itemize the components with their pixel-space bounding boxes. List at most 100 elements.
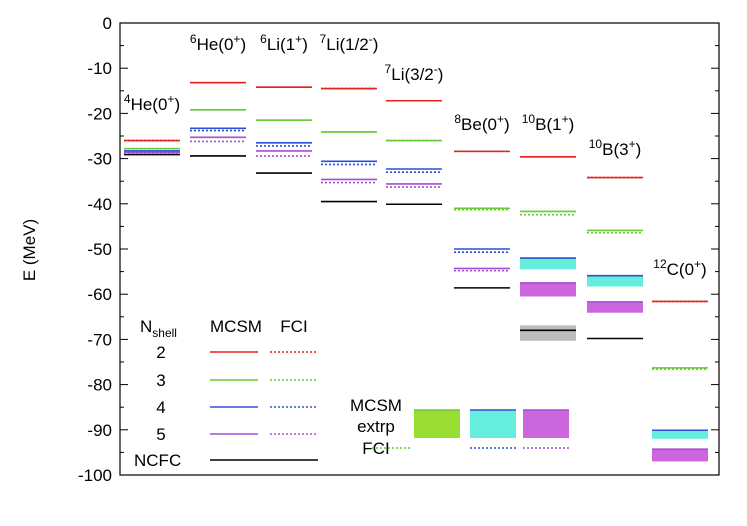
nucleus-label: 12C(0+) [653, 257, 706, 279]
element-symbol: B [602, 140, 613, 159]
nucleus-column [190, 81, 246, 157]
state-spin: (0 [679, 260, 694, 279]
label-close: ) [438, 65, 444, 84]
mass-number: 7 [320, 32, 327, 46]
state-parity: + [694, 257, 701, 271]
y-axis-label: E (MeV) [20, 219, 39, 281]
nucleus-label: 6Li(1+) [260, 32, 308, 54]
label-close: ) [240, 35, 246, 54]
mass-number: 7 [385, 62, 392, 76]
state-spin: (0 [218, 35, 233, 54]
state-parity: + [562, 112, 569, 126]
nucleus-column [587, 176, 643, 340]
label-close: ) [174, 95, 180, 114]
nucleus-label: 10B(3+) [589, 137, 642, 159]
y-tick-label: -100 [78, 466, 112, 485]
extrap-legend-extrp: extrp [357, 417, 395, 436]
nucleus-column [256, 86, 312, 174]
label-close: ) [302, 35, 308, 54]
mass-number: 8 [454, 112, 461, 126]
y-tick-label: -80 [87, 376, 112, 395]
state-spin: (1/2 [339, 35, 368, 54]
y-tick-label: 0 [103, 14, 112, 33]
state-spin: (3/2 [404, 65, 433, 84]
extrap-legend-swatch [470, 410, 516, 438]
element-symbol: B [535, 115, 546, 134]
nucleus-label: 7Li(1/2-) [320, 32, 379, 54]
legend-mcsm-header: MCSM [210, 317, 262, 336]
nucleus-label: 4He(0+) [124, 92, 180, 114]
element-symbol: Li [391, 65, 404, 84]
extrapolation-band [587, 301, 643, 313]
state-parity: - [434, 62, 438, 76]
label-close: ) [569, 115, 575, 134]
nucleus-label: 6He(0+) [190, 32, 246, 54]
extrapolation-band [652, 430, 708, 439]
legend-row-label: NCFC [134, 451, 181, 470]
label-close: ) [504, 115, 510, 134]
element-symbol: Li [267, 35, 280, 54]
legend-row-label: 5 [156, 425, 165, 444]
legend-n: N [140, 317, 152, 336]
nucleus-column [454, 150, 510, 289]
nucleus-column [321, 87, 377, 203]
nucleus-label: 10B(1+) [522, 112, 575, 134]
nucleus-column [124, 139, 180, 156]
y-tick-label: -50 [87, 240, 112, 259]
element-symbol: C [667, 260, 679, 279]
extrapolation-band [520, 258, 576, 270]
state-parity: + [167, 92, 174, 106]
state-spin: (1 [546, 115, 561, 134]
legend-fci-header: FCI [280, 317, 307, 336]
label-close: ) [373, 35, 379, 54]
extrapolation-band [520, 282, 576, 297]
state-parity: + [629, 137, 636, 151]
y-tick-label: -20 [87, 104, 112, 123]
element-symbol: He [197, 35, 219, 54]
mass-number: 12 [653, 257, 667, 271]
nucleus-label: 8Be(0+) [454, 112, 509, 134]
state-parity: + [295, 32, 302, 46]
y-tick-label: -40 [87, 195, 112, 214]
mass-number: 10 [589, 137, 603, 151]
legend-shell-subscript: shell [152, 326, 177, 340]
nucleus-column [386, 99, 442, 206]
y-tick-label: -10 [87, 59, 112, 78]
y-tick-label: -60 [87, 285, 112, 304]
element-symbol: Li [326, 35, 339, 54]
element-symbol: Be [461, 115, 482, 134]
state-spin: (0 [152, 95, 167, 114]
label-close: ) [701, 260, 707, 279]
legend-nshell-header: Nshell [140, 317, 177, 340]
mass-number: 6 [190, 32, 197, 46]
state-parity: - [369, 32, 373, 46]
state-spin: (3 [613, 140, 628, 159]
levels-layer [124, 81, 708, 462]
extrapolation-band [587, 275, 643, 287]
legend-row-label: 4 [156, 398, 165, 417]
state-parity: + [497, 112, 504, 126]
legend-row-label: 3 [156, 371, 165, 390]
element-symbol: He [131, 95, 153, 114]
y-axis: 0-10-20-30-40-50-60-70-80-90-100 [78, 14, 719, 485]
y-tick-label: -70 [87, 330, 112, 349]
extrap-legend-swatch [523, 410, 569, 438]
y-tick-label: -30 [87, 150, 112, 169]
state-spin: (1 [280, 35, 295, 54]
legend-row-label: 2 [156, 343, 165, 362]
mass-number: 4 [124, 92, 131, 106]
extrapolation-band [652, 449, 708, 462]
nucleus-labels: 4He(0+)6He(0+)6Li(1+)7Li(1/2-)7Li(3/2-)8… [124, 32, 707, 279]
mass-number: 6 [260, 32, 267, 46]
y-tick-label: -90 [87, 421, 112, 440]
mass-number: 10 [522, 112, 536, 126]
extrap-legend-swatch [414, 410, 460, 438]
plot-frame [119, 22, 720, 476]
state-parity: + [233, 32, 240, 46]
extrapolation-band [520, 325, 576, 341]
nucleus-column [652, 300, 708, 462]
label-close: ) [636, 140, 642, 159]
nucleus-column [520, 155, 576, 341]
